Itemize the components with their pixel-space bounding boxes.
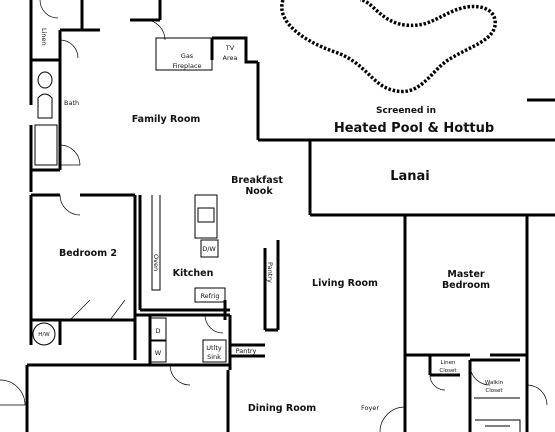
wall-hw — [29, 320, 62, 345]
utility-sink-label-2: Sink — [207, 353, 221, 361]
dryer-box — [149, 317, 167, 341]
door-arc-laundry — [169, 364, 191, 386]
wall-lanai — [308, 138, 555, 217]
living-room-label: Living Room — [312, 278, 378, 289]
master-bedroom-label-2: Bedroom — [442, 280, 490, 291]
door-arc-fireplace — [144, 19, 166, 41]
door-arc-right — [526, 384, 548, 406]
dw-label: D/W — [202, 245, 216, 253]
wall-pantry — [230, 343, 265, 358]
bedroom-2-label: Bedroom 2 — [59, 248, 117, 259]
bath-tub — [34, 124, 58, 166]
master-bedroom-label-1: Master — [447, 269, 485, 280]
door-arc-linen-closet — [429, 374, 446, 391]
gas-fireplace-label-1: Gas — [181, 52, 194, 60]
linen-closet-label-2: Closet — [439, 368, 457, 374]
gas-fireplace-label-2: Fireplace — [172, 62, 201, 70]
dining-room-label: Dining Room — [248, 403, 316, 414]
wall-tv — [210, 36, 260, 140]
walkin-closet-label-2: Closet — [485, 388, 503, 394]
walkin-closet-label-1: Walkin — [485, 380, 504, 386]
washer-box — [149, 340, 167, 363]
wall-foyer — [403, 355, 520, 432]
island-sink — [197, 207, 215, 223]
lanai-label: Lanai — [390, 169, 430, 184]
linen-label: Linen — [40, 28, 48, 46]
door-arc-bath — [59, 144, 81, 166]
tv-area-label-2: Area — [223, 54, 238, 62]
wall-top — [60, 0, 162, 32]
oven-strip — [151, 195, 161, 291]
wall-bedroom2 — [29, 193, 137, 360]
wall-right-outer — [525, 98, 555, 432]
door-arc-pantry — [204, 314, 224, 334]
refrig-label: Refrig — [200, 292, 219, 300]
door-arc-bedroom2-closet — [69, 299, 126, 321]
tv-area-label-1: TV — [225, 44, 235, 52]
utility-sink-box — [202, 339, 227, 363]
bath-sink-1 — [37, 71, 53, 89]
linen-closet-label-1: Linen — [441, 360, 456, 366]
foyer-label: Foyer — [361, 404, 379, 412]
hw-label: H/W — [38, 332, 50, 338]
island — [194, 194, 218, 239]
door-arc-bedroom2 — [59, 194, 81, 216]
pantry-label: Pantry — [236, 347, 257, 355]
pool-outline — [280, 0, 497, 94]
family-room-label: Family Room — [132, 114, 201, 125]
refrig-box — [194, 287, 226, 303]
door-arc-linen — [59, 39, 79, 59]
bath-toilet — [37, 93, 53, 119]
door-arc-foyer — [379, 406, 406, 432]
door-arc-top-left — [39, 0, 59, 19]
oven-label: Oven — [152, 254, 160, 271]
hw-tank — [32, 322, 56, 346]
washer-label: W — [155, 349, 162, 357]
wall-bath — [31, 30, 62, 172]
door-arc-hw — [0, 379, 26, 406]
wall-pantry-vertical — [263, 240, 280, 332]
wall-master — [403, 215, 529, 357]
utility-sink-label-1: Utlty — [206, 344, 222, 352]
breakfast-nook-label-1: Breakfast — [231, 175, 283, 186]
bath-label: Bath — [64, 99, 79, 107]
screened-in-label: Screened in — [376, 106, 436, 116]
pantry-vertical-label: Pantry — [266, 262, 274, 283]
bottom-right-fixture — [475, 419, 521, 432]
breakfast-nook-label-2: Nook — [245, 186, 273, 197]
door-arc-master — [469, 364, 491, 386]
wall-kitchen — [138, 195, 230, 320]
dryer-label: D — [155, 327, 160, 335]
fireplace-block — [155, 37, 213, 71]
kitchen-label: Kitchen — [173, 268, 214, 279]
wall-lower-left — [25, 363, 135, 432]
heated-pool-label: Heated Pool & Hottub — [334, 121, 494, 136]
dishwasher — [200, 239, 219, 258]
